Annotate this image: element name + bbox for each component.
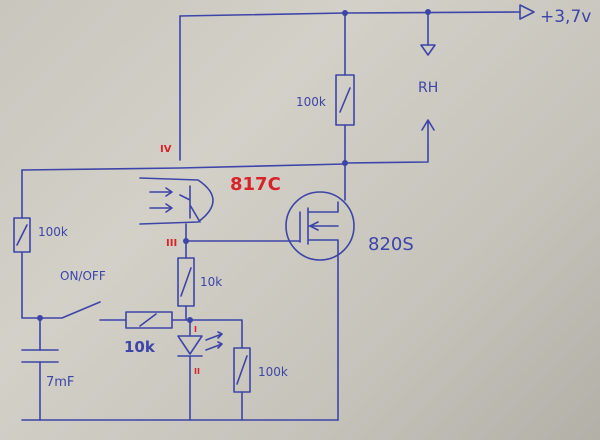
mid-resistor-label: 10k bbox=[200, 275, 222, 289]
series-resistor-slash bbox=[139, 313, 157, 327]
left-resistor-slash bbox=[16, 224, 28, 246]
capacitor-label: 7mF bbox=[46, 375, 74, 390]
mosfet-symbol bbox=[299, 201, 339, 261]
opto-pin-iii: III bbox=[166, 238, 177, 249]
switch-lever bbox=[39, 301, 101, 319]
capacitor bbox=[21, 349, 59, 363]
top-rail-wire bbox=[179, 11, 521, 17]
optocoupler-body bbox=[139, 177, 214, 225]
series-resistor-label: 10k bbox=[124, 338, 156, 356]
gate-wire bbox=[185, 223, 301, 242]
top-resistor-label: 100k bbox=[296, 95, 326, 109]
led-light-arrows bbox=[205, 331, 223, 351]
left-resistor bbox=[13, 217, 31, 253]
bottom-right-resistor-slash bbox=[236, 355, 248, 385]
led-pin-i: I bbox=[194, 325, 197, 334]
bottom-right-resistor-wire bbox=[189, 319, 243, 421]
mid-resistor-slash bbox=[180, 267, 192, 297]
opto-light-arrows bbox=[149, 187, 173, 213]
bottom-right-resistor bbox=[233, 347, 251, 393]
opto-top-wire bbox=[21, 163, 346, 171]
top-resistor-slash bbox=[339, 87, 351, 113]
mosfet-label: 820S bbox=[368, 234, 414, 255]
opto-pin-iv: IV bbox=[160, 144, 172, 155]
supply-arrow bbox=[519, 4, 535, 20]
switch-label: ON/OFF bbox=[60, 269, 106, 283]
left-wire bbox=[21, 169, 41, 319]
left-resistor-label: 100k bbox=[38, 225, 68, 239]
rh-label: RH bbox=[418, 80, 438, 96]
rh-arrow-up bbox=[344, 119, 435, 164]
rh-arrow-down bbox=[420, 44, 436, 56]
top-resistor bbox=[335, 74, 355, 126]
mid-resistor bbox=[177, 257, 195, 307]
series-resistor bbox=[125, 311, 173, 329]
bottom-right-resistor-label: 100k bbox=[258, 365, 288, 379]
led-symbol bbox=[177, 319, 203, 421]
led-pin-ii: II bbox=[194, 367, 200, 376]
supply-label: +3,7v bbox=[540, 7, 591, 27]
mosfet-body bbox=[285, 191, 355, 261]
optocoupler-label: 817C bbox=[230, 174, 281, 195]
opto-phototransistor bbox=[179, 185, 201, 223]
